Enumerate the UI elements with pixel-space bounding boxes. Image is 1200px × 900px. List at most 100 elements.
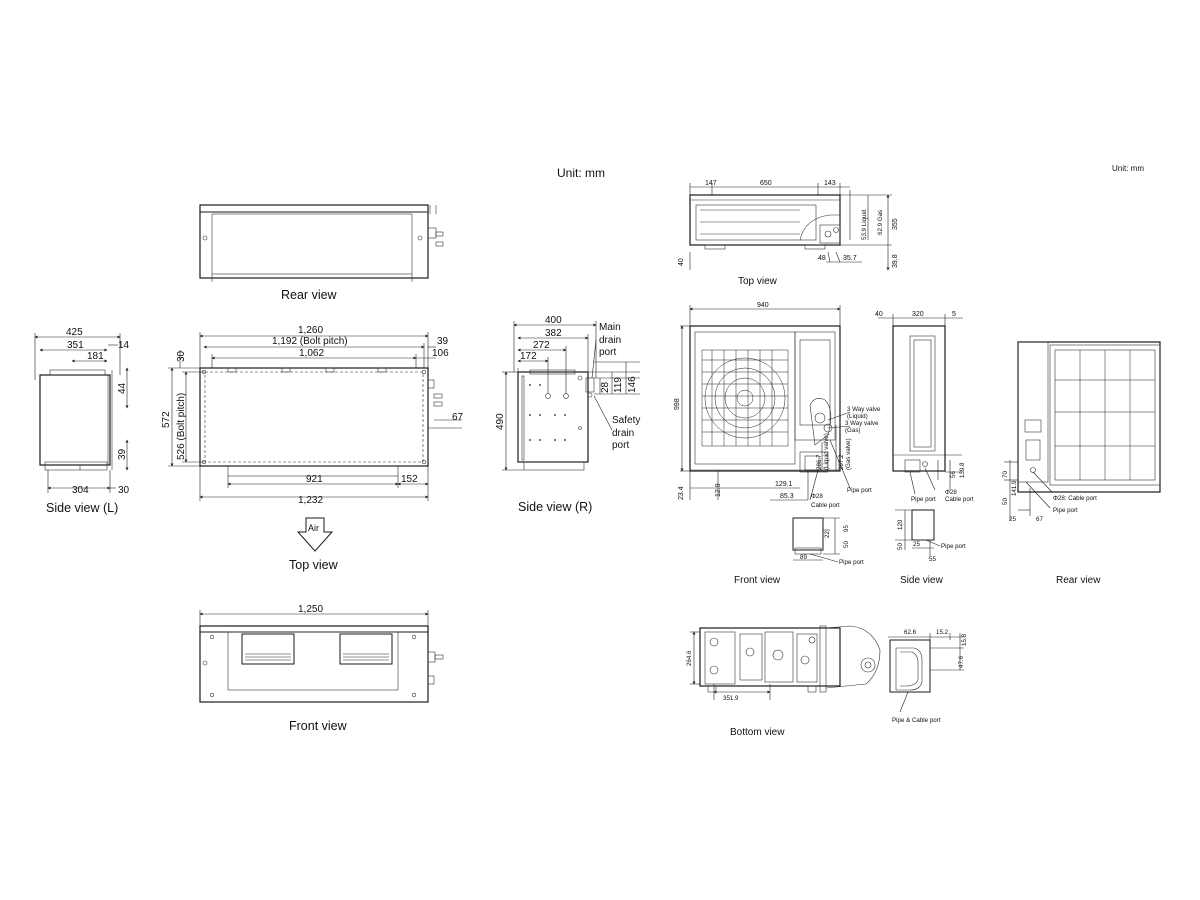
front-pipe-port: Pipe port: [847, 487, 872, 494]
dim-39: 39: [117, 448, 128, 460]
dim-25-side: 25: [913, 541, 920, 548]
side-cable-port: Cable port: [945, 496, 974, 503]
dim-119: 119: [613, 377, 624, 393]
safety-drain-label-2: drain: [612, 428, 634, 439]
valve-liquid-1: 3 Way valve: [847, 406, 881, 413]
dim-297-2: 297.2: [838, 454, 845, 470]
dim-15-2: 15.2: [936, 629, 949, 636]
dim-50-side: 50: [897, 543, 904, 550]
dim-152: 152: [401, 474, 418, 485]
indoor-side-view-l-title: Side view (L): [46, 501, 118, 515]
dim-320: 320: [912, 311, 924, 318]
outdoor-rear-view: 70 141.9 50 25 67 Φ28: Cable port Pipe p…: [1002, 341, 1161, 586]
dim-48: 48: [818, 255, 826, 262]
dim-40-side: 40: [875, 311, 883, 318]
unit-label-right: Unit: mm: [1112, 164, 1144, 173]
side-phi28: Φ28: [945, 489, 957, 496]
side-pipe-port: Pipe port: [911, 496, 936, 503]
rear-pipe-port: Pipe port: [1053, 507, 1078, 514]
dim-940: 940: [757, 302, 769, 309]
dim-129-1: 129.1: [775, 481, 793, 488]
dim-147: 147: [705, 180, 717, 187]
dim-gas: 62.9 Gas: [877, 210, 884, 235]
outdoor-top-view-title: Top view: [738, 276, 778, 287]
dim-572: 572: [161, 411, 172, 428]
dim-85-3: 85.3: [780, 493, 794, 500]
dim-14: 14: [118, 340, 130, 351]
rear-cable-port: Φ28: Cable port: [1053, 495, 1097, 502]
dim-50-rear: 50: [1002, 498, 1009, 505]
indoor-side-view-r: 400 382 272 172 490 28 119 146 Main drai…: [495, 315, 640, 514]
dim-304: 304: [72, 485, 89, 496]
dim-5: 5: [952, 311, 956, 318]
dim-67-rear: 67: [1036, 516, 1043, 523]
indoor-side-view-r-title: Side view (R): [518, 500, 592, 514]
dim-95: 95: [843, 525, 850, 532]
dim-181: 181: [87, 351, 104, 362]
dim-286-7: 286.7: [816, 454, 823, 470]
outdoor-front-view: 940 998 23.4 12.9 129.1 85.3 286.7 (Liqu…: [674, 302, 881, 586]
outdoor-rear-view-title: Rear view: [1056, 575, 1101, 586]
outdoor-top-view: 147 650 143 40 48 35.7 39.8 355 53.9 Liq…: [678, 180, 899, 287]
fan-grille: [701, 349, 789, 447]
indoor-top-view-title: Top view: [289, 558, 339, 572]
front-cable-port: Cable port: [811, 502, 840, 509]
outdoor-side-view: 40 320 5 56 139.8 Φ28 Cable port Pipe po…: [875, 311, 974, 586]
dim-40-top: 40: [678, 258, 685, 266]
dim-12-9: 12.9: [715, 483, 722, 497]
dim-25-rear: 25: [1009, 516, 1016, 523]
dim-39-top: 39: [437, 336, 449, 347]
indoor-rear-view-title: Rear view: [281, 288, 338, 302]
dim-146: 146: [627, 376, 638, 393]
dim-351-9: 351.9: [723, 695, 739, 702]
indoor-front-view: 1,250 Front view: [199, 604, 444, 733]
outdoor-front-view-title: Front view: [734, 575, 781, 586]
dim-526: 526 (Bolt pitch): [176, 393, 187, 460]
dim-141-9: 141.9: [1011, 480, 1018, 496]
dim-15-8: 15.8: [961, 633, 968, 646]
dim-39-8: 39.8: [892, 254, 899, 268]
dim-172: 172: [520, 351, 537, 362]
indoor-top-view: 1,260 1,192 (Bolt pitch) 1,062 39 106 30…: [161, 325, 464, 572]
dim-22: 22: [824, 531, 831, 538]
dim-23-4: 23.4: [678, 486, 685, 500]
dim-139-8: 139.8: [959, 462, 966, 478]
dim-28: 28: [600, 381, 611, 393]
pipe-cable-port-label: Pipe & Cable port: [892, 717, 941, 724]
valve-liquid-2: (Liquid): [847, 413, 868, 420]
valve-gas-1: 3 Way valve: [845, 420, 879, 427]
dim-1260: 1,260: [298, 325, 323, 336]
dim-1232: 1,232: [298, 495, 323, 506]
unit-label-left: Unit: mm: [557, 166, 605, 180]
outdoor-side-view-title: Side view: [900, 575, 944, 586]
safety-drain-label-3: port: [612, 440, 629, 451]
side-pipe-port-2: Pipe port: [941, 543, 966, 550]
valve-gas-2: (Gas): [845, 427, 860, 434]
dim-50-front: 50: [843, 541, 850, 548]
dim-106: 106: [432, 348, 449, 359]
dim-70: 70: [1002, 471, 1009, 478]
dim-89: 89: [800, 554, 807, 561]
indoor-rear-view: Rear view: [199, 204, 444, 302]
dim-1192: 1,192 (Bolt pitch): [272, 336, 348, 347]
dim-56: 56: [950, 471, 957, 478]
indoor-side-view-l: 425 351 181 14 44 39 304 30 Side view (L…: [34, 327, 130, 515]
safety-drain-label-1: Safety: [612, 415, 640, 426]
main-drain-label-1: Main: [599, 322, 621, 333]
air-arrow-icon: Air: [296, 517, 334, 552]
dim-62-6: 62.6: [904, 629, 917, 636]
dim-120: 120: [897, 519, 904, 530]
front-pipe-port-2: Pipe port: [839, 559, 864, 566]
dim-650: 650: [760, 180, 772, 187]
dim-30: 30: [118, 485, 130, 496]
dim-67: 67: [452, 412, 464, 423]
dim-30-top: 30: [176, 350, 187, 362]
dim-1062: 1,062: [299, 348, 324, 359]
dim-35-7: 35.7: [843, 255, 857, 262]
dim-liquid: 53.9 Liquid: [861, 209, 868, 240]
dim-351: 351: [67, 340, 84, 351]
dim-382: 382: [545, 328, 562, 339]
air-label: Air: [308, 523, 319, 533]
dim-gas-valve: (Gas valve): [845, 438, 852, 470]
